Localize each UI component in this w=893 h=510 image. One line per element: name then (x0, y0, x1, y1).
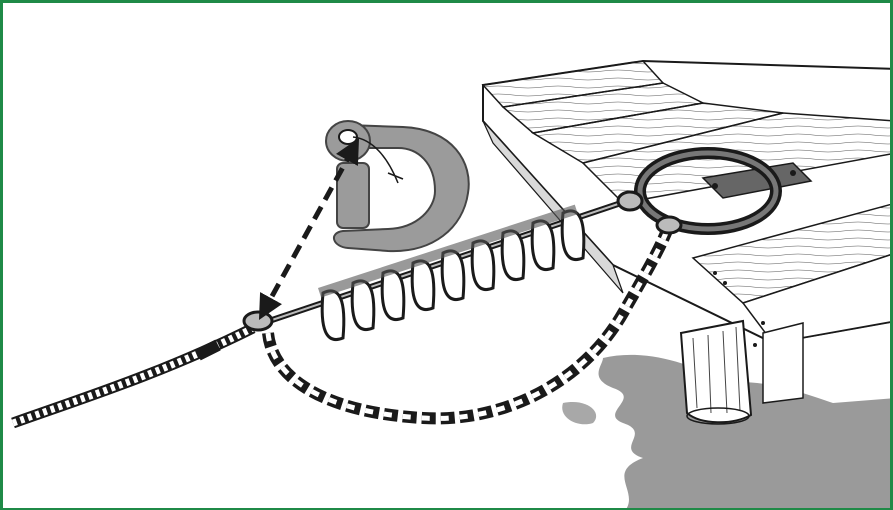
shackle-icon (326, 121, 469, 251)
rope-icon (13, 328, 253, 423)
mooring-illustration (3, 3, 893, 510)
piling-icon (681, 321, 751, 424)
shackle-end-left-icon (244, 312, 272, 330)
